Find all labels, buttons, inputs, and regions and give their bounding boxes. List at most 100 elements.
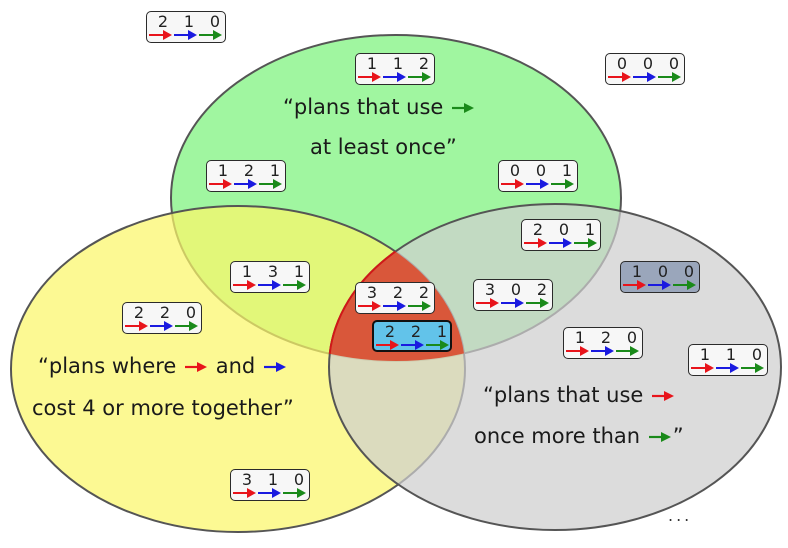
- red-arrow-icon: [209, 179, 232, 189]
- plan-arrows: [501, 179, 574, 189]
- red-arrow-icon: [125, 321, 148, 331]
- plan-count: 0: [535, 161, 547, 180]
- plan-count: 1: [366, 54, 378, 73]
- green-arrow-icon: [199, 30, 222, 40]
- plan-count: 1: [217, 161, 229, 180]
- blue-arrow-icon: [234, 179, 257, 189]
- green-arrow-icon: [426, 340, 449, 350]
- plan-arrows: [608, 72, 681, 82]
- plan-count: 2: [418, 283, 430, 302]
- green-arrow-icon: [658, 72, 681, 82]
- plan-count: 0: [626, 328, 638, 347]
- green-arrow-icon: [283, 488, 306, 498]
- plan-count: 1: [584, 220, 596, 239]
- plan-count: 2: [410, 322, 422, 341]
- green-arrow-icon: [616, 346, 639, 356]
- green-arrow-icon: [551, 179, 574, 189]
- plan-arrows: [233, 488, 306, 498]
- plan-count: 1: [699, 345, 711, 364]
- plan-count: 2: [384, 322, 396, 341]
- plan-arrows: [566, 346, 639, 356]
- green-arrow-icon: [452, 103, 475, 113]
- plan-count: 0: [510, 280, 522, 299]
- plan-count: 0: [683, 262, 695, 281]
- green-arrow-icon: [741, 363, 764, 373]
- blue-arrow-icon: [174, 30, 197, 40]
- plan-count: 2: [133, 303, 145, 322]
- blue-arrow-icon: [263, 362, 286, 372]
- plan-count: 1: [269, 161, 281, 180]
- blue-arrow-icon: [716, 363, 739, 373]
- red-arrow-icon: [376, 340, 399, 350]
- green-arrow-icon: [408, 301, 431, 311]
- plan-count: 0: [668, 54, 680, 73]
- plan-count: 3: [267, 262, 279, 281]
- blue-arrow-icon: [150, 321, 173, 331]
- blue-arrow-icon: [401, 340, 424, 350]
- plan-arrows: [125, 321, 198, 331]
- green-arrow-icon: [673, 280, 696, 290]
- yellow-set-label-line2: cost 4 or more together”: [32, 396, 294, 420]
- plan-arrows: [524, 238, 597, 248]
- plan-count: 0: [185, 303, 197, 322]
- red-arrow-icon: [524, 238, 547, 248]
- gray-set-label-line2: once more than ”: [474, 424, 684, 448]
- plan-arrows: [358, 72, 431, 82]
- plan-count: 1: [574, 328, 586, 347]
- red-arrow-icon: [358, 72, 381, 82]
- plan-arrows: [691, 363, 764, 373]
- red-arrow-icon: [149, 30, 172, 40]
- plan-count: 0: [642, 54, 654, 73]
- plan-count: 2: [392, 283, 404, 302]
- red-arrow-icon: [652, 391, 675, 401]
- blue-arrow-icon: [383, 301, 406, 311]
- plan-count: 1: [631, 262, 643, 281]
- green-arrow-icon: [283, 280, 306, 290]
- red-arrow-icon: [233, 280, 256, 290]
- blue-arrow-icon: [501, 298, 524, 308]
- plan-count: 0: [209, 12, 221, 31]
- plan-count: 0: [558, 220, 570, 239]
- red-arrow-icon: [501, 179, 524, 189]
- blue-arrow-icon: [549, 238, 572, 248]
- plan-count: 0: [751, 345, 763, 364]
- plan-count: 2: [418, 54, 430, 73]
- green-arrow-icon: [259, 179, 282, 189]
- red-arrow-icon: [691, 363, 714, 373]
- green-set-label-line2: at least once”: [310, 135, 457, 159]
- plan-arrows: [149, 30, 222, 40]
- plan-arrows: [376, 340, 449, 350]
- green-arrow-icon: [648, 432, 671, 442]
- red-arrow-icon: [566, 346, 589, 356]
- plan-arrows: [476, 298, 549, 308]
- green-arrow-icon: [175, 321, 198, 331]
- red-arrow-icon: [358, 301, 381, 311]
- red-arrow-icon: [233, 488, 256, 498]
- plan-arrows: [623, 280, 696, 290]
- plan-count: 0: [657, 262, 669, 281]
- green-arrow-icon: [408, 72, 431, 82]
- blue-arrow-icon: [383, 72, 406, 82]
- blue-arrow-icon: [526, 179, 549, 189]
- plan-count: 2: [157, 12, 169, 31]
- plan-count: 3: [366, 283, 378, 302]
- red-arrow-icon: [185, 362, 208, 372]
- plan-arrows: [358, 301, 431, 311]
- plan-count: 2: [243, 161, 255, 180]
- blue-arrow-icon: [648, 280, 671, 290]
- blue-arrow-icon: [591, 346, 614, 356]
- plan-count: 0: [616, 54, 628, 73]
- plan-count: 1: [267, 470, 279, 489]
- red-arrow-icon: [476, 298, 499, 308]
- plan-count: 2: [159, 303, 171, 322]
- ellipsis: ...: [668, 506, 693, 525]
